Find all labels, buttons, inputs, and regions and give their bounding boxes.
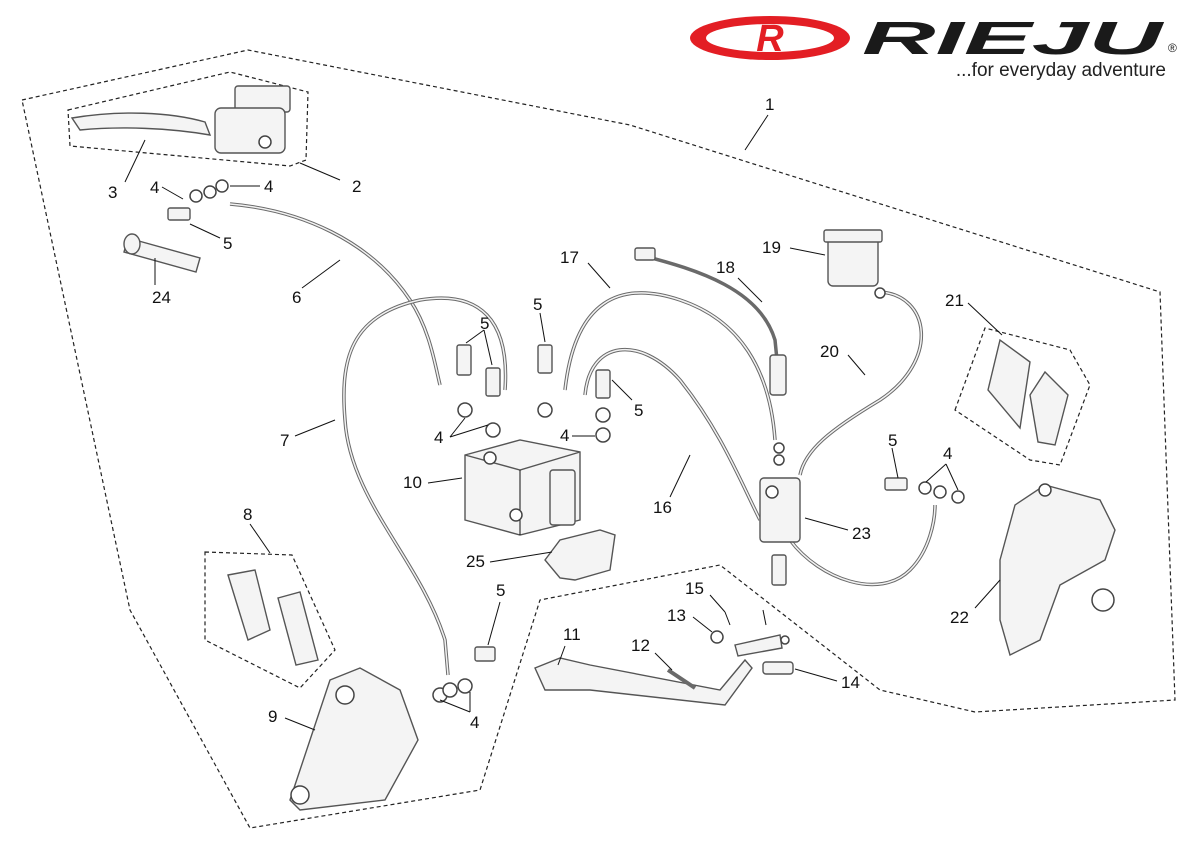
callout-23: 23	[852, 524, 871, 543]
callout-5a: 5	[223, 234, 232, 253]
banjo-bolt-caliper	[432, 646, 496, 703]
callout-1: 1	[765, 95, 774, 114]
callout-12: 12	[631, 636, 650, 655]
callout-5b: 5	[480, 314, 489, 333]
banjo-bolt-top	[167, 179, 229, 221]
bracket-25	[544, 529, 616, 581]
callout-14: 14	[841, 673, 860, 692]
logo-emblem-letter: R	[756, 18, 784, 60]
brake-pads-21	[987, 338, 1069, 446]
callout-2: 2	[352, 177, 361, 196]
abs-banjo-bolts	[456, 344, 611, 443]
callout-9: 9	[268, 707, 277, 726]
hose-20	[798, 290, 923, 476]
sensor-18	[634, 247, 787, 396]
callout-8: 8	[243, 505, 252, 524]
rear-brake-pedal-11	[534, 634, 783, 706]
callout-17: 17	[560, 248, 579, 267]
callout-4c: 4	[434, 428, 443, 447]
callout-15: 15	[685, 579, 704, 598]
rear-master-cylinder-23	[759, 442, 801, 586]
group-21-outline	[954, 327, 1091, 466]
callout-20: 20	[820, 342, 839, 361]
hoses	[229, 202, 937, 676]
callout-19: 19	[762, 238, 781, 257]
callout-25: 25	[466, 552, 485, 571]
callout-24: 24	[152, 288, 171, 307]
rubber-boot-24	[123, 233, 201, 273]
leader-lines	[124, 114, 1003, 731]
callout-4d: 4	[560, 426, 569, 445]
hose-23-to-22	[788, 504, 937, 587]
callout-7: 7	[280, 431, 289, 450]
logo-emblem-inner	[706, 24, 834, 52]
rear-caliper-22	[999, 483, 1116, 657]
front-caliper-9	[289, 667, 419, 811]
callout-22: 22	[950, 608, 969, 627]
logo-wordmark: RIEJU	[862, 12, 1166, 64]
callout-numbers: 1 2 3 4 4 4 4 4 4 5 5 5 5 5 5 6 7 8 9 10…	[108, 95, 969, 732]
hose-16	[583, 347, 762, 521]
callout-3: 3	[108, 183, 117, 202]
callout-16: 16	[653, 498, 672, 517]
callout-4e: 4	[943, 444, 952, 463]
callout-13: 13	[667, 606, 686, 625]
callout-5e: 5	[888, 431, 897, 450]
rear-reservoir-19	[823, 229, 886, 299]
callout-4f: 4	[470, 713, 479, 732]
callout-21: 21	[945, 291, 964, 310]
logo-registered-mark: ®	[1168, 41, 1177, 55]
callout-5d: 5	[634, 401, 643, 420]
callout-18: 18	[716, 258, 735, 277]
abs-modulator-10	[464, 439, 581, 536]
callout-4b: 4	[264, 177, 273, 196]
callout-5f: 5	[496, 581, 505, 600]
pedal-small-parts	[666, 609, 794, 690]
callout-10: 10	[403, 473, 422, 492]
callout-11: 11	[563, 625, 581, 644]
sensor-cable-18	[639, 253, 780, 371]
callout-4a: 4	[150, 178, 159, 197]
brake-pads-8	[227, 569, 319, 666]
group-8-outline	[204, 551, 336, 689]
front-master-cylinder-lever	[70, 85, 291, 154]
hose-6	[229, 202, 442, 386]
banjo-bolt-rear	[884, 477, 965, 504]
rieju-logo: R RIEJU ® ...for everyday adventure	[690, 12, 1177, 81]
callout-6: 6	[292, 288, 301, 307]
logo-tagline: ...for everyday adventure	[956, 60, 1166, 81]
callout-5c: 5	[533, 295, 542, 314]
